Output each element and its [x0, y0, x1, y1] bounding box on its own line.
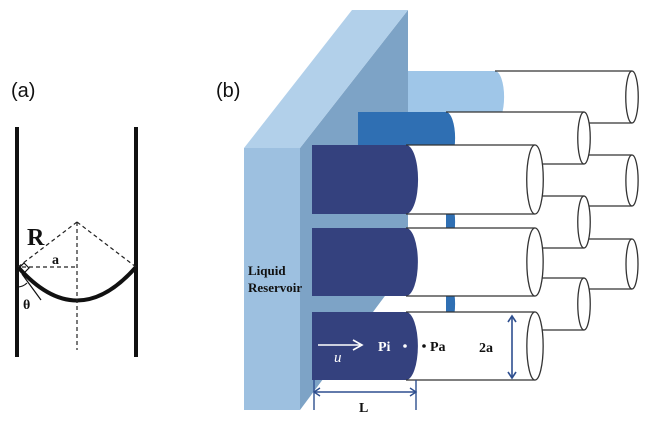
pi-dot: [403, 344, 407, 348]
tube-open-end: [577, 111, 591, 165]
liquid-meniscus: [406, 145, 419, 214]
reservoir-label-line2: Reservoir: [248, 280, 302, 295]
panel-a-label: (a): [11, 80, 35, 102]
liquid-meniscus: [406, 312, 418, 380]
tube-open-end: [526, 227, 544, 297]
tube-open-end: [625, 238, 639, 290]
diameter-arrow-top: [507, 314, 517, 323]
length-arrow-left: [312, 387, 321, 397]
liquid-meniscus: [406, 228, 418, 296]
tube-open-end: [577, 277, 591, 331]
panel-a: (a) R a θ: [11, 80, 138, 357]
pa-dot: [422, 344, 426, 348]
panel-b: (b) Liquid Reservoir u Pi Pa 2a L: [216, 10, 639, 416]
liquid-meniscus: [495, 71, 505, 123]
contact-angle-theta-label: θ: [23, 298, 30, 313]
radius-line-left: [17, 221, 78, 268]
reservoir-label-line1: Liquid: [248, 263, 286, 278]
tube-open-end: [526, 311, 544, 381]
diameter-label: 2a: [479, 341, 493, 356]
length-arrow-right: [409, 387, 418, 397]
liquid-column: [312, 228, 406, 296]
tube-front-bottom: [312, 311, 544, 381]
tube-open-end: [625, 70, 639, 124]
half-width-a-label: a: [52, 253, 59, 268]
tangent-line: [21, 273, 42, 301]
capillary-tube-array: [312, 70, 639, 381]
right-angle-marker: [18, 262, 30, 274]
ambient-pressure-label: Pa: [430, 340, 446, 355]
reservoir-front-face: [244, 148, 300, 410]
flow-velocity-u-label: u: [334, 350, 342, 366]
panel-b-label: (b): [216, 80, 240, 102]
radius-line-right: [76, 221, 137, 268]
tube-open-end: [577, 195, 591, 249]
tube-open-end: [625, 154, 639, 207]
tube-open-end: [526, 144, 544, 215]
inner-pressure-label: Pi: [378, 340, 391, 355]
tube-front-middle: [312, 227, 544, 297]
contact-angle-arc: [16, 282, 28, 288]
length-L-label: L: [359, 401, 368, 416]
reservoir-top-face: [244, 10, 408, 148]
liquid-column: [312, 145, 406, 214]
flow-arrow-head: [352, 339, 364, 351]
radius-R-label: R: [27, 225, 45, 251]
tube-front-top: [312, 144, 544, 215]
diameter-arrow-bottom: [507, 371, 517, 380]
